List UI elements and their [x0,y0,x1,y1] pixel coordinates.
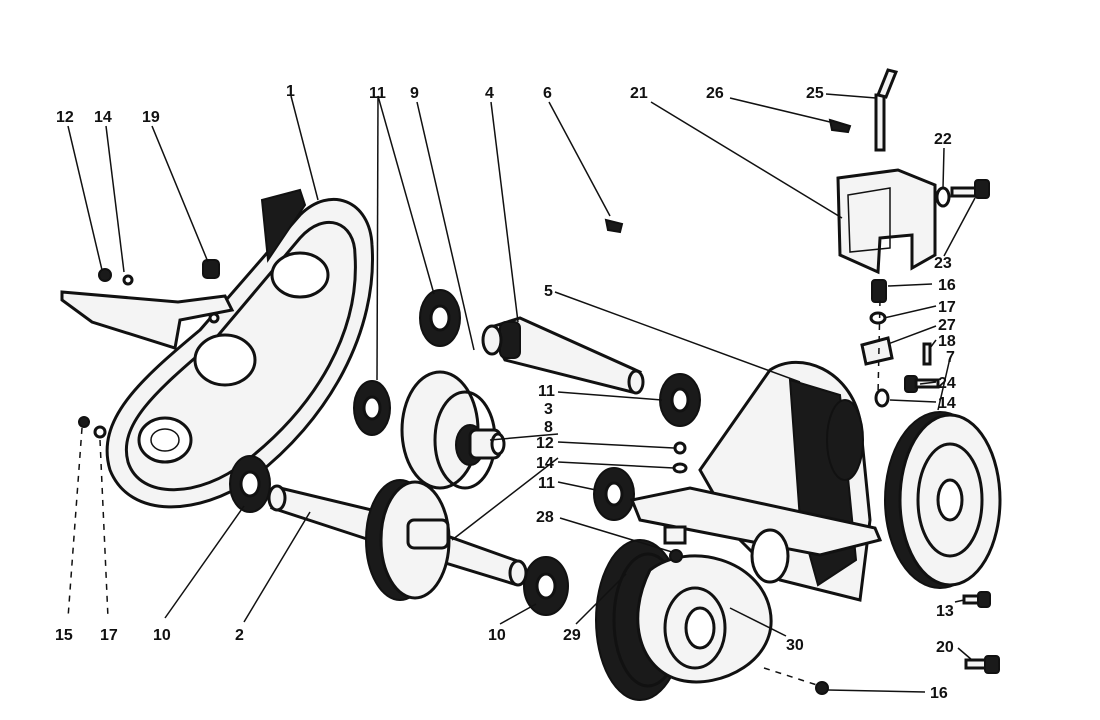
callout-7: 7 [946,349,955,366]
wheel-part-7 [884,411,1002,589]
callout-24: 24 [938,375,956,392]
callout-1: 1 [286,83,295,100]
chain-case-cover [105,188,375,509]
nut-part-15 [78,416,90,428]
callout-14-mid: 14 [536,455,554,472]
callout-10-right: 10 [488,627,506,644]
bolt-part-13 [962,591,991,608]
callout-12-mid: 12 [536,435,554,452]
callout-5: 5 [544,283,553,300]
callout-22: 22 [934,131,952,148]
callout-2: 2 [235,627,244,644]
callout-27: 27 [938,317,956,334]
bearing-part-10-right [523,556,569,616]
pulley-part-30 [636,554,773,684]
callout-17-right: 17 [938,299,956,316]
nut-part-16-lower [815,681,829,695]
callout-12-top-left: 12 [56,109,74,126]
callout-4: 4 [485,85,494,102]
callout-19: 19 [142,109,160,126]
washer-part-12-mid [673,441,687,455]
washer-part-14-left [122,274,134,286]
callout-28: 28 [536,509,554,526]
callout-11-top: 11 [369,85,386,102]
clamp-part-27 [860,336,894,366]
bolt-part-16-upper [871,279,887,303]
callout-20: 20 [936,639,954,656]
bolt-part-23 [950,179,990,199]
callout-8: 8 [544,419,553,436]
shaft-part-4 [481,316,645,395]
callout-14-right: 14 [938,395,956,412]
key-part-6 [604,218,624,234]
clip-part-26 [828,118,852,134]
shaft-part-2 [267,479,528,601]
callout-16-upper: 16 [938,277,956,294]
callout-15: 15 [55,627,73,644]
callout-11-lower: 11 [538,475,555,492]
nut-part-12-left [98,268,112,282]
callout-30: 30 [786,637,804,654]
bearing-part-11-left [353,380,391,436]
washer-part-17-left [93,425,107,439]
callout-18: 18 [938,333,956,350]
bearing-part-11-upper [419,289,461,347]
callout-26: 26 [706,85,724,102]
callout-29: 29 [563,627,581,644]
callout-6: 6 [543,85,552,102]
callout-11-mid: 11 [538,383,555,400]
spring-part-18 [922,342,932,366]
callout-14-top-left: 14 [94,109,112,126]
bolt-part-20 [964,655,1000,674]
bearing-part-11-lower [593,467,635,521]
washer-part-17-right [869,311,887,325]
callout-16-lower: 16 [930,685,948,702]
chain-case-bracket [60,290,235,350]
callout-13: 13 [936,603,954,620]
callout-17-left: 17 [100,627,118,644]
nut-part-19 [202,259,220,279]
callout-25: 25 [806,85,824,102]
callout-3: 3 [544,401,553,418]
nut-part-28 [669,549,683,563]
sprocket-part-9 [400,370,506,490]
pin-part-25 [874,68,899,152]
washer-part-22 [935,186,951,208]
mounting-plate-part-28 [629,486,883,584]
callout-9: 9 [410,85,419,102]
washer-part-14-right [874,388,890,408]
bearing-part-10-left [229,455,271,513]
callout-10-left: 10 [153,627,171,644]
callout-23: 23 [934,255,952,272]
bracket-part-21 [836,168,937,275]
bearing-part-11-mid [659,373,701,427]
leader-lines [67,93,976,693]
washer-part-14-mid [672,462,688,474]
callout-21: 21 [630,85,648,102]
